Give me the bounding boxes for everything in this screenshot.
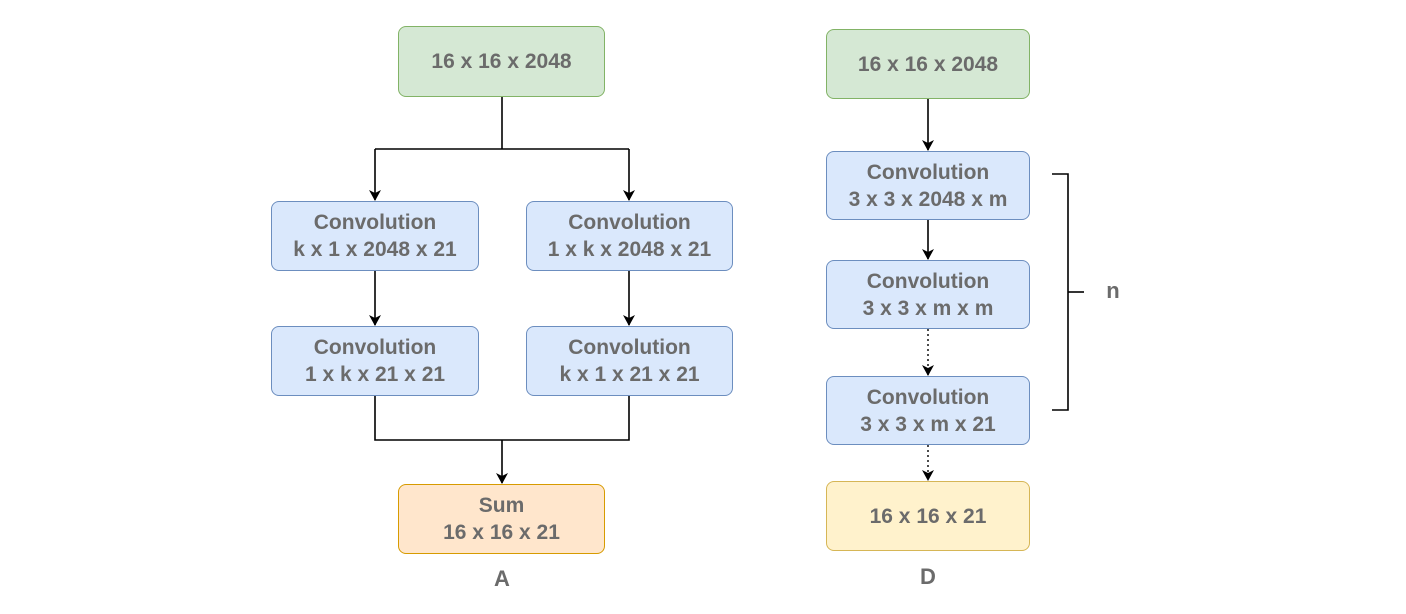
repeat-count-label: n [1106,278,1120,303]
d-conv-3-dims: 3 x 3 x m x 21 [860,412,996,436]
d-conv-2-node: Convolution 3 x 3 x m x m [826,260,1030,329]
d-output-label: 16 x 16 x 21 [869,504,987,528]
d-conv-1-dims: 3 x 3 x 2048 x m [848,187,1008,211]
a-right-conv-2-node: Convolution k x 1 x 21 x 21 [526,326,733,396]
a-left-conv-2-dims: 1 x k x 21 x 21 [304,363,446,386]
a-right-conv-2-dims: k x 1 x 21 x 21 [559,363,700,386]
a-sum-dims: 16 x 16 x 21 [443,521,560,544]
a-input-node: 16 x 16 x 2048 [398,26,605,97]
a-left-conv-1-dims: k x 1 x 2048 x 21 [293,238,457,261]
a-right-conv-2-title: Convolution [568,336,691,359]
a-left-conv-1-node: Convolution k x 1 x 2048 x 21 [271,201,479,271]
a-left-conv-1-title: Convolution [313,211,437,234]
a-left-conv-2-title: Convolution [313,336,437,359]
repeat-bracket [1052,173,1069,411]
a-right-conv-1-dims: 1 x k x 2048 x 21 [547,238,712,261]
d-conv-3-node: Convolution 3 x 3 x m x 21 [826,376,1030,445]
d-output-node: 16 x 16 x 21 [826,481,1030,551]
a-input-label: 16 x 16 x 2048 [431,50,572,73]
diagram-a-caption: A [494,566,510,591]
a-right-conv-1-node: Convolution 1 x k x 2048 x 21 [526,201,733,271]
d-conv-3-title: Convolution [866,385,990,409]
a-sum-title: Sum [478,494,525,517]
diagram-d-caption: D [920,564,936,589]
a-sum-node: Sum 16 x 16 x 21 [398,484,605,554]
d-conv-1-node: Convolution 3 x 3 x 2048 x m [826,151,1030,220]
a-right-conv-1-title: Convolution [568,211,691,234]
a-left-conv-2-node: Convolution 1 x k x 21 x 21 [271,326,479,396]
edge-a-merge [374,396,630,441]
d-conv-1-title: Convolution [866,160,990,184]
d-input-label: 16 x 16 x 2048 [857,52,999,76]
d-conv-2-title: Convolution [866,269,990,293]
d-input-node: 16 x 16 x 2048 [826,29,1030,99]
d-conv-2-dims: 3 x 3 x m x m [862,296,994,320]
